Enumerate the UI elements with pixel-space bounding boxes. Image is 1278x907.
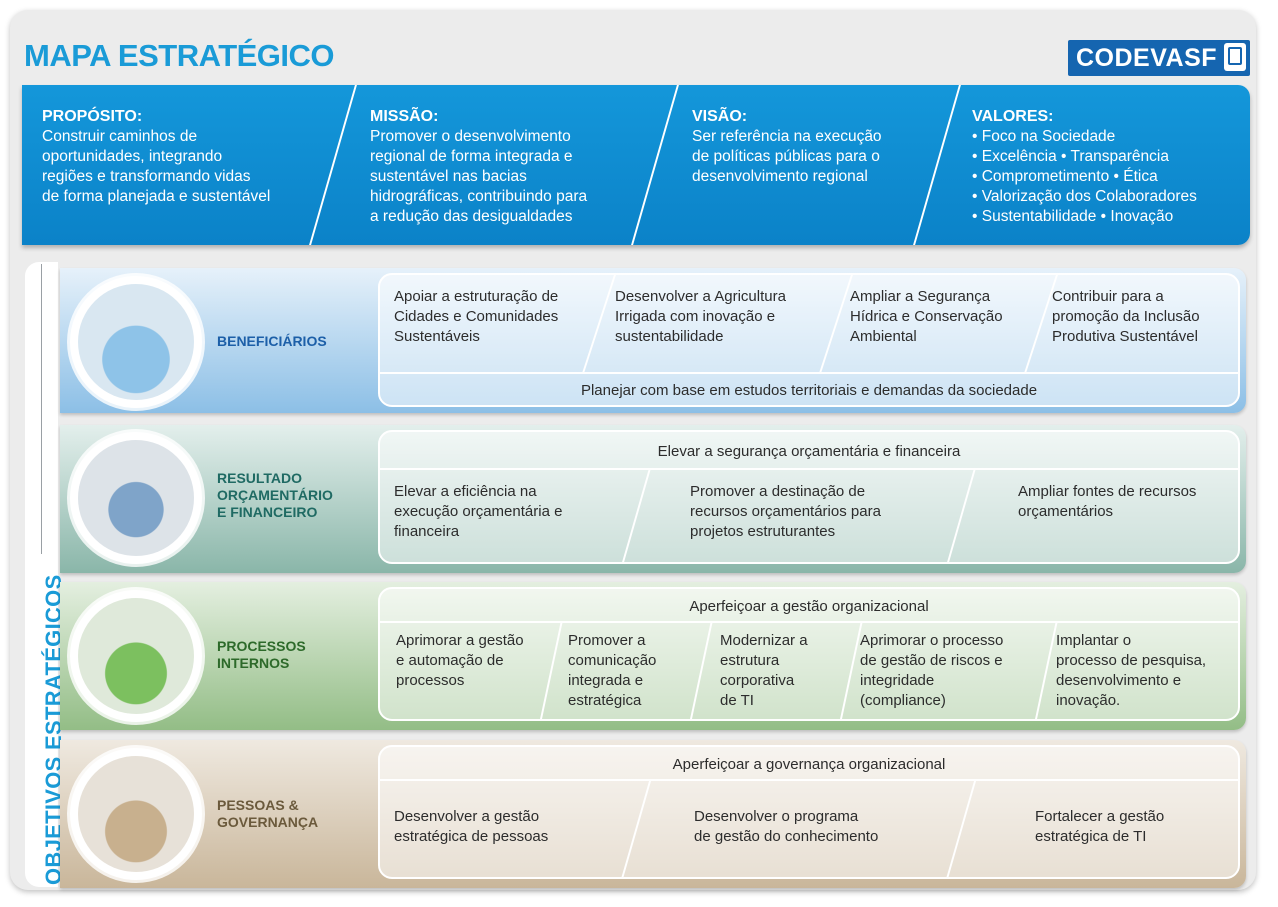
finance-icon <box>78 440 194 556</box>
objective-text: Aprimorar o processo de gestão de riscos… <box>860 632 1004 709</box>
divider <box>913 85 961 245</box>
purpose-text: Construir caminhos de oportunidades, int… <box>42 128 271 205</box>
perspective-label: PROCESSOS INTERNOS <box>217 638 306 671</box>
vision-block: VISÃO: Ser referência na execução de pol… <box>692 107 882 187</box>
divider <box>380 468 1238 470</box>
objective-text: Promover a destinação de recursos orçame… <box>690 483 881 540</box>
divider <box>945 468 977 562</box>
divider <box>1034 621 1058 719</box>
divider <box>380 779 1238 781</box>
objective-text: Contribuir para a promoção da Inclusão P… <box>1052 288 1200 345</box>
people-icon <box>78 284 194 400</box>
divider <box>689 621 713 719</box>
divider <box>539 621 563 719</box>
vision-heading: VISÃO: <box>692 108 748 125</box>
divider <box>631 85 679 245</box>
objectives-box: Aperfeiçoar a governança organizacional … <box>378 745 1240 879</box>
divider <box>620 468 652 562</box>
sidebar-rule <box>41 264 42 554</box>
divider <box>309 85 357 245</box>
objectives-box: Elevar a segurança orçamentária e financ… <box>378 430 1240 564</box>
identity-banner: PROPÓSITO: Construir caminhos de oportun… <box>22 85 1250 245</box>
vision-text: Ser referência na execução de políticas … <box>692 128 882 185</box>
values-heading: VALORES: <box>972 108 1054 125</box>
values-text: • Foco na Sociedade • Excelência • Trans… <box>972 128 1197 225</box>
process-illustration <box>70 590 202 722</box>
page-title: MAPA ESTRATÉGICO <box>24 38 335 73</box>
governance-icon <box>78 756 194 872</box>
logo-text: CODEVASF <box>1076 43 1218 72</box>
top-objective: Aperfeiçoar a governança organizacional <box>672 756 946 773</box>
perspective-label: PESSOAS & GOVERNANÇA <box>217 797 319 830</box>
mission-block: MISSÃO: Promover o desenvolvimento regio… <box>370 107 587 227</box>
objective-text: Fortalecer a gestão estratégica de TI <box>1035 808 1165 845</box>
finance-illustration <box>70 432 202 564</box>
top-objective: Aperfeiçoar a gestão organizacional <box>689 598 929 615</box>
divider <box>620 779 652 877</box>
objective-text: Ampliar fontes de recursos orçamentários <box>1018 483 1197 520</box>
objective-text: Implantar o processo de pesquisa, desenv… <box>1056 632 1207 709</box>
divider <box>380 621 1238 623</box>
objectives-box: Aperfeiçoar a gestão organizacional Apri… <box>378 587 1240 721</box>
objective-text: Desenvolver a gestão estratégica de pess… <box>394 808 549 845</box>
objective-text: Promover a comunicação integrada e estra… <box>568 632 657 709</box>
base-objective: Planejar com base em estudos territoriai… <box>580 382 1038 399</box>
purpose-block: PROPÓSITO: Construir caminhos de oportun… <box>42 107 270 207</box>
top-objective: Elevar a segurança orçamentária e financ… <box>657 443 961 460</box>
objectives-box: Apoiar a estruturação de Cidades e Comun… <box>378 273 1240 407</box>
divider <box>380 372 1238 374</box>
objective-text: Ampliar a Segurança Hídrica e Conservaçã… <box>850 288 1003 345</box>
mission-text: Promover o desenvolvimento regional de f… <box>370 128 588 225</box>
objective-text: Elevar a eficiência na execução orçament… <box>394 483 563 540</box>
objective-text: Aprimorar a gestão e automação de proces… <box>396 632 524 689</box>
people-illustration <box>70 276 202 408</box>
objective-text: Desenvolver o programa de gestão do conh… <box>694 808 879 845</box>
codevasf-logo: CODEVASF <box>1068 40 1250 76</box>
perspective-label: BENEFICIÁRIOS <box>217 333 327 349</box>
divider <box>819 275 853 373</box>
process-icon <box>78 598 194 714</box>
values-block: VALORES: • Foco na Sociedade • Excelênci… <box>972 107 1197 227</box>
logo-seal-icon <box>1224 43 1246 71</box>
purpose-heading: PROPÓSITO: <box>42 108 143 125</box>
divider <box>945 779 977 877</box>
objective-text: Apoiar a estruturação de Cidades e Comun… <box>394 288 559 345</box>
objective-text: Modernizar a estrutura corporativa de TI <box>720 632 808 709</box>
mission-heading: MISSÃO: <box>370 108 439 125</box>
divider <box>582 275 616 373</box>
objective-text: Desenvolver a Agricultura Irrigada com i… <box>615 288 786 345</box>
governance-illustration <box>70 748 202 880</box>
perspective-label: RESULTADO ORÇAMENTÁRIO E FINANCEIRO <box>217 470 333 520</box>
